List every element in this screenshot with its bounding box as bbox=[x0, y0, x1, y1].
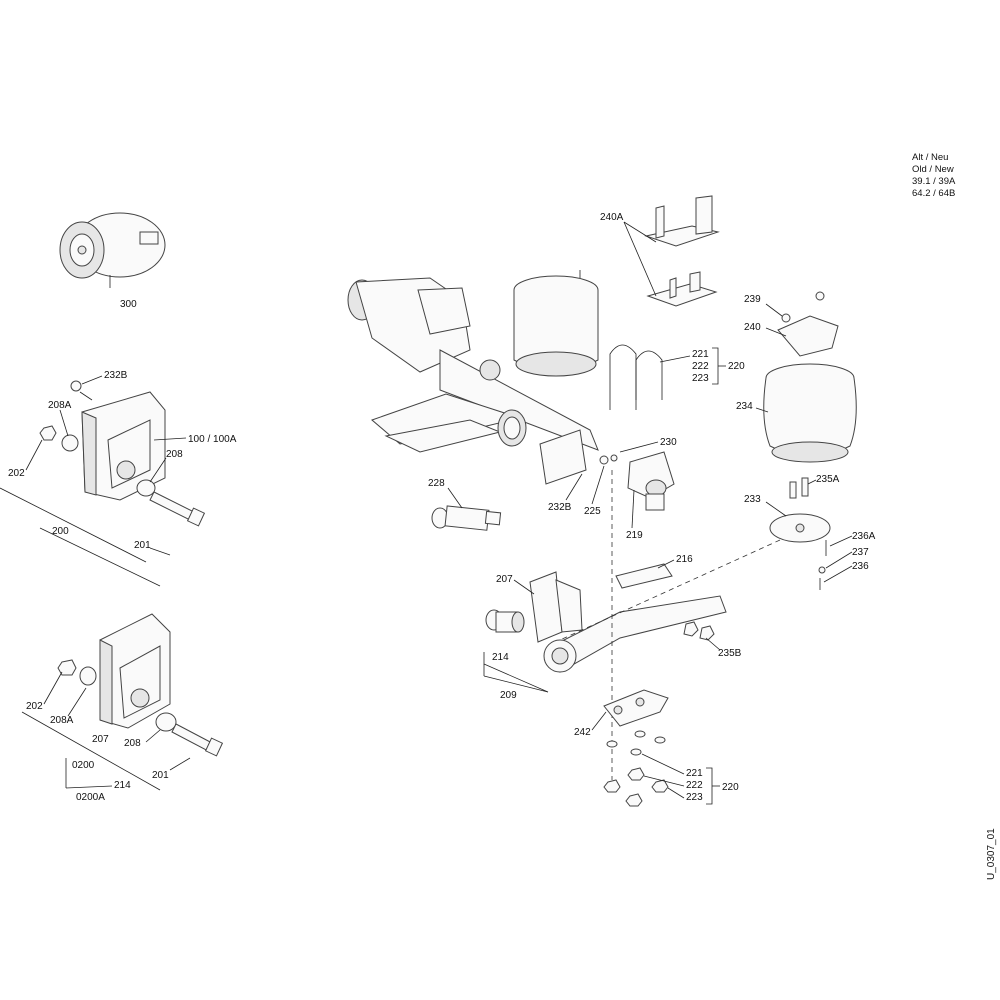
label-220-top: 220 bbox=[728, 361, 745, 372]
mounting-plates-240A bbox=[644, 195, 720, 307]
label-236: 236 bbox=[852, 561, 869, 572]
label-232B-center: 232B bbox=[548, 502, 572, 513]
plate-216 bbox=[615, 563, 673, 589]
label-208-upper: 208 bbox=[166, 449, 183, 460]
label-216: 216 bbox=[676, 554, 693, 565]
u-bolts-top bbox=[609, 344, 663, 410]
label-221-bottom: 221 bbox=[686, 768, 703, 779]
label-225: 225 bbox=[584, 506, 601, 517]
bracket-assembly-0200 bbox=[57, 613, 224, 757]
label-208-lower: 208 bbox=[124, 738, 141, 749]
label-219: 219 bbox=[626, 530, 643, 541]
label-230: 230 bbox=[660, 437, 677, 448]
legend-line-2: Old / New bbox=[912, 164, 954, 175]
legend-line-3: 39.1 / 39A bbox=[912, 176, 956, 187]
label-233: 233 bbox=[744, 494, 761, 505]
shock-mount-center bbox=[539, 429, 675, 511]
label-214-center: 214 bbox=[492, 652, 509, 663]
drawing-id: U_0307_01 bbox=[986, 828, 997, 880]
shock-absorber-228 bbox=[431, 505, 502, 531]
version-legend: Alt / Neu Old / New 39.1 / 39A 64.2 / 64… bbox=[912, 152, 955, 200]
label-207-lower: 207 bbox=[92, 734, 109, 745]
label-100-100A: 100 / 100A bbox=[188, 434, 237, 445]
clamp-plate-242 bbox=[603, 689, 669, 807]
air-spring-234 bbox=[763, 363, 857, 463]
label-240A: 240A bbox=[600, 212, 624, 223]
label-209: 209 bbox=[500, 690, 517, 701]
trailing-arm-209 bbox=[485, 571, 727, 673]
bracket-assembly-100 bbox=[39, 380, 206, 527]
top-plate-240 bbox=[777, 291, 839, 357]
label-237: 237 bbox=[852, 547, 869, 558]
label-228: 228 bbox=[428, 478, 445, 489]
label-222-top: 222 bbox=[692, 361, 709, 372]
air-spring-upper bbox=[513, 270, 599, 377]
label-202-upper: 202 bbox=[8, 468, 25, 479]
label-0200: 0200 bbox=[72, 760, 95, 771]
label-242: 242 bbox=[574, 727, 591, 738]
pins-235A bbox=[789, 477, 809, 499]
label-221-top: 221 bbox=[692, 349, 709, 360]
label-240: 240 bbox=[744, 322, 761, 333]
label-222-bottom: 222 bbox=[686, 780, 703, 791]
label-300: 300 bbox=[120, 299, 137, 310]
label-208A-lower: 208A bbox=[50, 715, 74, 726]
label-234: 234 bbox=[736, 401, 753, 412]
label-0200A: 0200A bbox=[76, 792, 105, 803]
label-202-lower: 202 bbox=[26, 701, 43, 712]
label-232B-left: 232B bbox=[104, 370, 128, 381]
label-235A: 235A bbox=[816, 474, 840, 485]
label-223-top: 223 bbox=[692, 373, 709, 384]
label-236A: 236A bbox=[852, 531, 876, 542]
legend-line-1: Alt / Neu bbox=[912, 152, 949, 163]
brake-chamber-300 bbox=[59, 212, 166, 288]
label-223-bottom: 223 bbox=[686, 792, 703, 803]
label-200: 200 bbox=[52, 526, 69, 537]
axle-assembly bbox=[347, 277, 599, 453]
label-201-upper: 201 bbox=[134, 540, 151, 551]
label-239: 239 bbox=[744, 294, 761, 305]
label-214-lower: 214 bbox=[114, 780, 131, 791]
label-201-lower: 201 bbox=[152, 770, 169, 781]
label-235B: 235B bbox=[718, 648, 742, 659]
plate-233 bbox=[769, 513, 831, 590]
label-208A-upper: 208A bbox=[48, 400, 72, 411]
label-220-bottom: 220 bbox=[722, 782, 739, 793]
legend-line-4: 64.2 / 64B bbox=[912, 188, 956, 199]
label-207-center: 207 bbox=[496, 574, 513, 585]
